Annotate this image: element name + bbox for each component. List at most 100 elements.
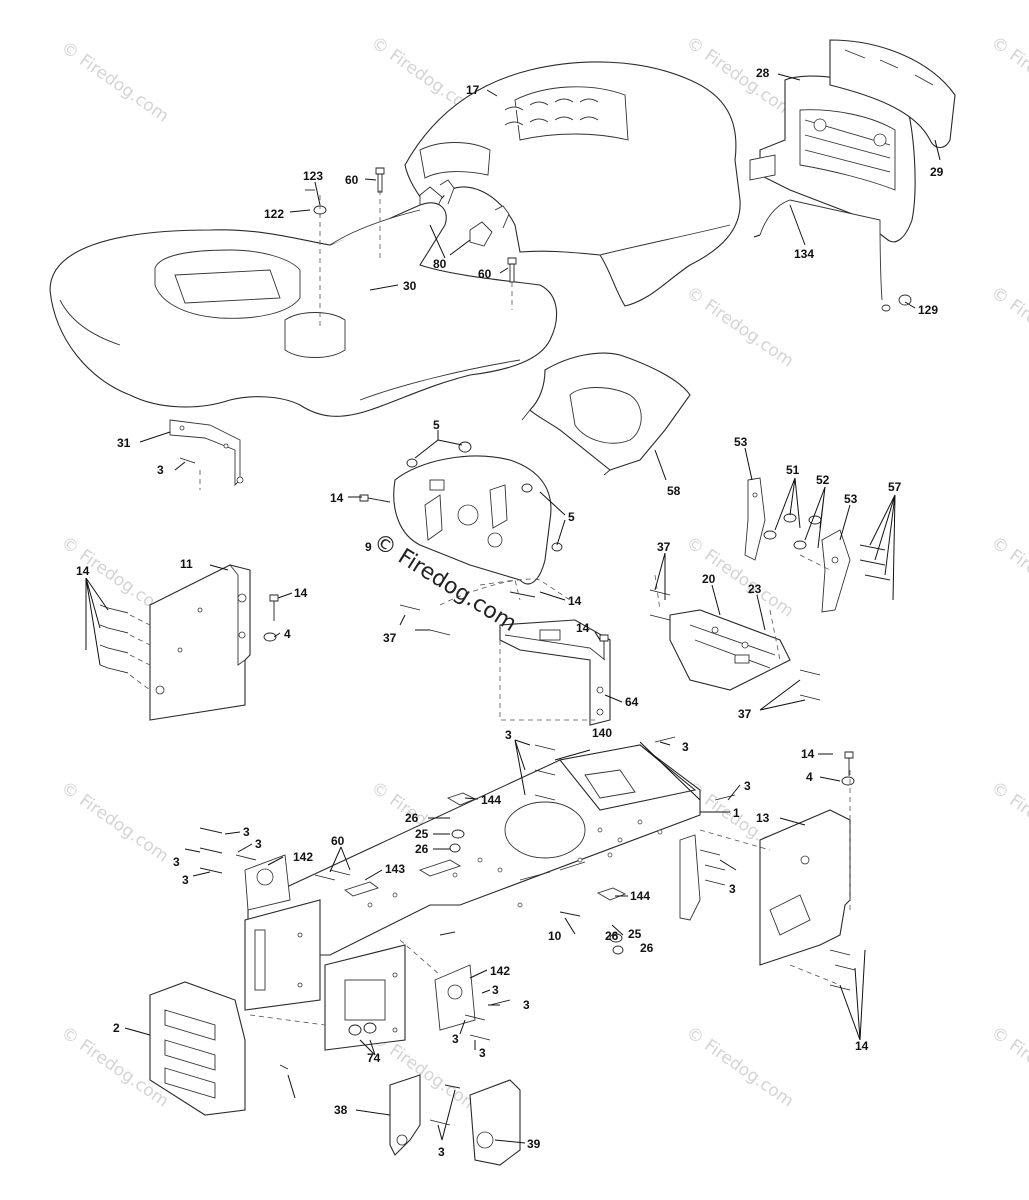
part-label: 3	[744, 779, 751, 793]
part-label: 29	[930, 165, 944, 179]
part-label: 51	[786, 463, 800, 477]
part-label: 129	[918, 303, 938, 317]
part-label: 53	[734, 435, 748, 449]
fender-part-30	[49, 202, 558, 417]
part-label: 134	[794, 247, 814, 261]
part-label: 39	[527, 1137, 541, 1151]
part-label: 122	[264, 207, 284, 221]
part-label: 3	[682, 740, 689, 754]
plate-part-2	[149, 981, 246, 1116]
part-label: 53	[844, 492, 858, 506]
frame-part-1	[247, 744, 701, 961]
part-label: 3	[182, 873, 189, 887]
part-label: 58	[667, 484, 681, 498]
part-label: 3	[523, 998, 530, 1012]
bracket-part-frame-right	[679, 834, 701, 921]
part-label: 25	[415, 827, 429, 841]
part-label: 3	[505, 728, 512, 742]
hood-part-17	[404, 61, 741, 307]
part-label: 14	[801, 747, 815, 761]
part-label: 142	[490, 964, 510, 978]
watermark: © Firedog.com	[987, 778, 1029, 867]
plate-part-74	[324, 944, 406, 1051]
bracket-part-38	[389, 1074, 421, 1156]
plate-part-20	[669, 609, 791, 691]
part-label: 38	[334, 1103, 348, 1117]
bracket-part-142b	[434, 964, 476, 1031]
part-label: 1	[733, 806, 740, 820]
part-label: 60	[331, 834, 345, 848]
part-label: 64	[625, 695, 639, 709]
part-label: 3	[479, 1046, 486, 1060]
cover-part-29	[829, 39, 956, 149]
part-label: 23	[748, 582, 762, 596]
part-label: 14	[330, 491, 344, 505]
washer-part-129	[881, 294, 912, 312]
part-label: 28	[756, 66, 770, 80]
bolt-group	[99, 167, 891, 1126]
watermark: © Firedog.com	[682, 533, 797, 622]
plate-part-9	[393, 455, 552, 585]
part-label: 52	[816, 473, 830, 487]
part-label: 4	[806, 770, 813, 784]
part-label: 30	[403, 279, 417, 293]
part-label: 123	[303, 169, 323, 183]
part-label: 13	[756, 811, 770, 825]
watermark: © Firedog.com	[987, 33, 1029, 122]
part-label: 14	[855, 1039, 869, 1053]
part-label: 2	[113, 1021, 120, 1035]
part-label: 37	[738, 707, 752, 721]
part-label: 3	[452, 1032, 459, 1046]
watermark: © Firedog.com	[57, 38, 172, 127]
part-label: 3	[255, 837, 262, 851]
front-plate	[244, 899, 321, 1011]
watermark: © Firedog.com	[987, 283, 1029, 372]
watermark: © Firedog.com	[987, 533, 1029, 622]
part-label: 3	[173, 855, 180, 869]
watermark: © Firedog.com	[682, 283, 797, 372]
watermark: © Firedog.com	[57, 778, 172, 867]
part-label: 3	[492, 983, 499, 997]
leader-lines	[85, 73, 941, 1144]
rod-part-134	[753, 199, 883, 301]
part-label: 26	[405, 811, 419, 825]
plate-part-13	[759, 809, 851, 966]
bracket-part-31	[169, 419, 244, 487]
assembly-lines	[129, 190, 851, 1026]
part-label: 37	[383, 631, 397, 645]
plate-part-11	[149, 564, 251, 721]
part-label: 17	[466, 83, 480, 97]
part-labels: 17 28 29 134 129 123 122 60 60 80 30 31 …	[76, 66, 944, 1159]
part-label: 26	[605, 929, 619, 943]
part-label: 26	[415, 842, 429, 856]
part-label: 9	[365, 540, 372, 554]
nut-group	[263, 205, 855, 1036]
part-label: 5	[433, 418, 440, 432]
part-label: 140	[592, 726, 612, 740]
part-label: 25	[628, 927, 642, 941]
part-label: 14	[294, 586, 308, 600]
part-label: 3	[157, 463, 164, 477]
part-label: 26	[640, 941, 654, 955]
part-label: 143	[385, 862, 405, 876]
part-label: 142	[293, 850, 313, 864]
part-label: 3	[438, 1145, 445, 1159]
part-label: 5	[568, 510, 575, 524]
part-label: 144	[630, 889, 650, 903]
watermark: © Firedog.com	[987, 1023, 1029, 1112]
part-label: 14	[76, 564, 90, 578]
part-label: 144	[481, 793, 501, 807]
part-label: 37	[657, 540, 671, 554]
bracket-part-64	[499, 619, 611, 726]
arm-part-53	[744, 477, 851, 613]
part-label: 3	[729, 882, 736, 896]
part-label: 11	[180, 557, 193, 571]
part-label: 20	[702, 572, 716, 586]
part-label: 4	[284, 627, 291, 641]
shield-part-58	[521, 352, 691, 476]
part-label: 57	[888, 480, 902, 494]
part-label: 60	[345, 173, 359, 187]
part-label: 3	[243, 825, 250, 839]
part-label: 60	[478, 267, 492, 281]
